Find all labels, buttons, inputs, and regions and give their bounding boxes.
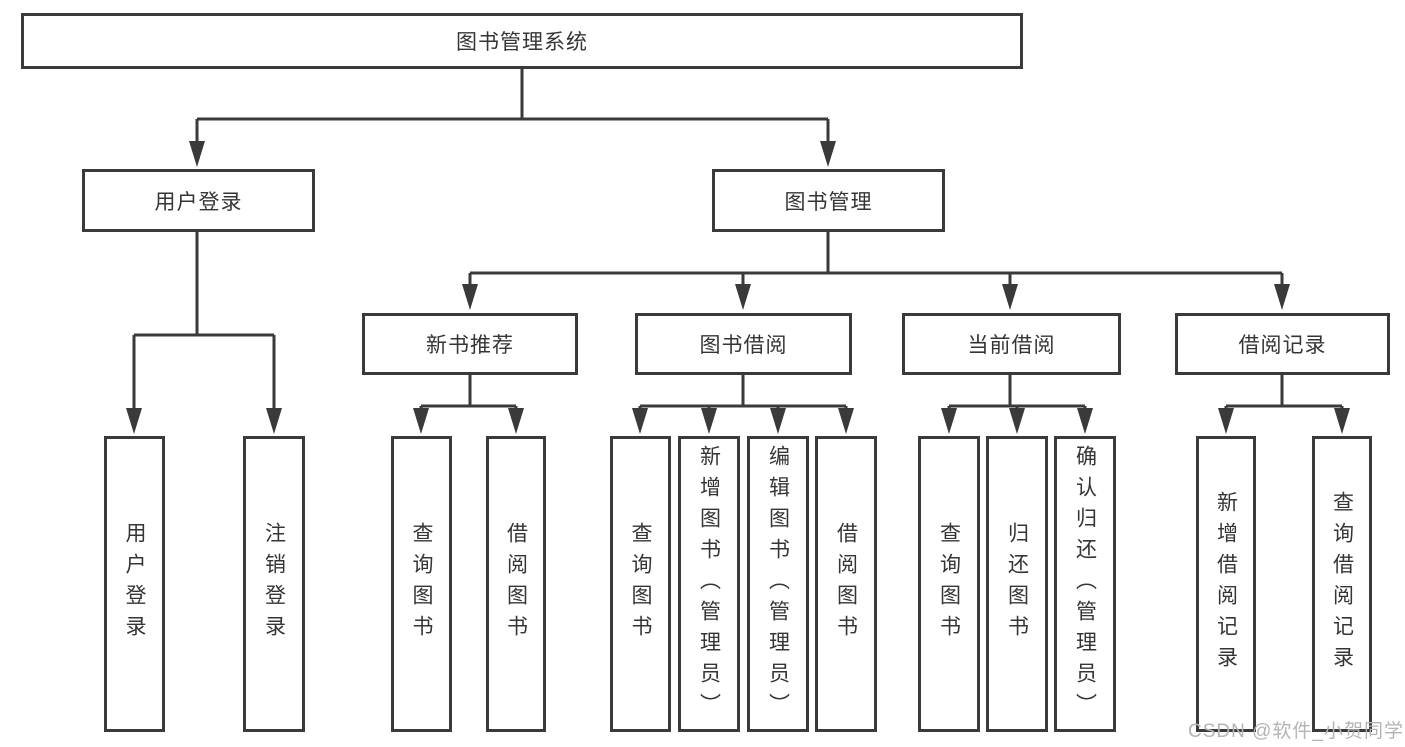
arrow-down-icon bbox=[1009, 408, 1025, 434]
node-leaf-add-book-admin: 新增图书（管理员） bbox=[678, 436, 740, 732]
arrow-down-icon bbox=[1334, 408, 1350, 434]
node-leaf-confirm-return-admin: 确认归还（管理员） bbox=[1054, 436, 1116, 732]
arrow-down-icon bbox=[1274, 284, 1290, 310]
leaf-label: 归还图书 bbox=[1005, 522, 1029, 646]
node-book-management: 图书管理 bbox=[712, 169, 945, 232]
leaf-label: 编辑图书（管理员） bbox=[766, 444, 790, 724]
arrow-down-icon bbox=[838, 408, 854, 434]
arrow-down-icon bbox=[701, 408, 717, 434]
leaf-label: 查询图书 bbox=[629, 522, 653, 646]
node-new-book-recommend: 新书推荐 bbox=[362, 313, 578, 375]
arrowheads bbox=[126, 141, 1350, 434]
arrow-down-icon bbox=[1218, 408, 1234, 434]
arrow-down-icon bbox=[508, 408, 524, 434]
node-leaf-edit-book-admin: 编辑图书（管理员） bbox=[747, 436, 809, 732]
arrow-down-icon bbox=[632, 408, 648, 434]
arrow-down-icon bbox=[413, 408, 429, 434]
arrow-down-icon bbox=[189, 141, 205, 167]
node-user-login: 用户登录 bbox=[82, 169, 315, 232]
node-leaf-recommend-borrow-book: 借阅图书 bbox=[486, 436, 546, 732]
node-leaf-query-borrow-record: 查询借阅记录 bbox=[1312, 436, 1372, 732]
csdn-watermark: CSDN @软件_小贺同学 bbox=[1188, 721, 1404, 742]
leaf-label: 查询借阅记录 bbox=[1330, 491, 1354, 677]
node-current-borrow: 当前借阅 bbox=[902, 313, 1121, 375]
leaf-label: 查询图书 bbox=[410, 522, 434, 646]
leaf-label: 注销登录 bbox=[262, 522, 286, 646]
arrow-down-icon bbox=[266, 408, 282, 434]
node-leaf-borrow-book: 借阅图书 bbox=[815, 436, 877, 732]
arrow-down-icon bbox=[735, 284, 751, 310]
node-leaf-return-book: 归还图书 bbox=[986, 436, 1048, 732]
arrow-down-icon bbox=[1077, 408, 1093, 434]
node-library-management-system: 图书管理系统 bbox=[21, 13, 1023, 69]
arrow-down-icon bbox=[462, 284, 478, 310]
node-leaf-add-borrow-record: 新增借阅记录 bbox=[1196, 436, 1256, 732]
arrow-down-icon bbox=[770, 408, 786, 434]
arrow-down-icon bbox=[941, 408, 957, 434]
node-leaf-user-login: 用户登录 bbox=[104, 436, 165, 732]
node-leaf-recommend-query-book: 查询图书 bbox=[391, 436, 452, 732]
node-book-borrow: 图书借阅 bbox=[635, 313, 852, 375]
arrow-down-icon bbox=[1002, 284, 1018, 310]
leaf-label: 借阅图书 bbox=[504, 522, 528, 646]
leaf-label: 新增图书（管理员） bbox=[697, 444, 721, 724]
leaf-label: 确认归还（管理员） bbox=[1073, 444, 1097, 724]
node-leaf-current-query-book: 查询图书 bbox=[918, 436, 980, 732]
arrow-down-icon bbox=[820, 141, 836, 167]
leaf-label: 新增借阅记录 bbox=[1214, 491, 1238, 677]
node-leaf-borrow-query-book: 查询图书 bbox=[610, 436, 671, 732]
connector-lines bbox=[132, 69, 1344, 409]
arrow-down-icon bbox=[126, 408, 142, 434]
node-leaf-logout-login: 注销登录 bbox=[243, 436, 305, 732]
leaf-label: 查询图书 bbox=[937, 522, 961, 646]
leaf-label: 借阅图书 bbox=[834, 522, 858, 646]
node-borrow-record: 借阅记录 bbox=[1175, 313, 1390, 375]
leaf-label: 用户登录 bbox=[123, 522, 147, 646]
